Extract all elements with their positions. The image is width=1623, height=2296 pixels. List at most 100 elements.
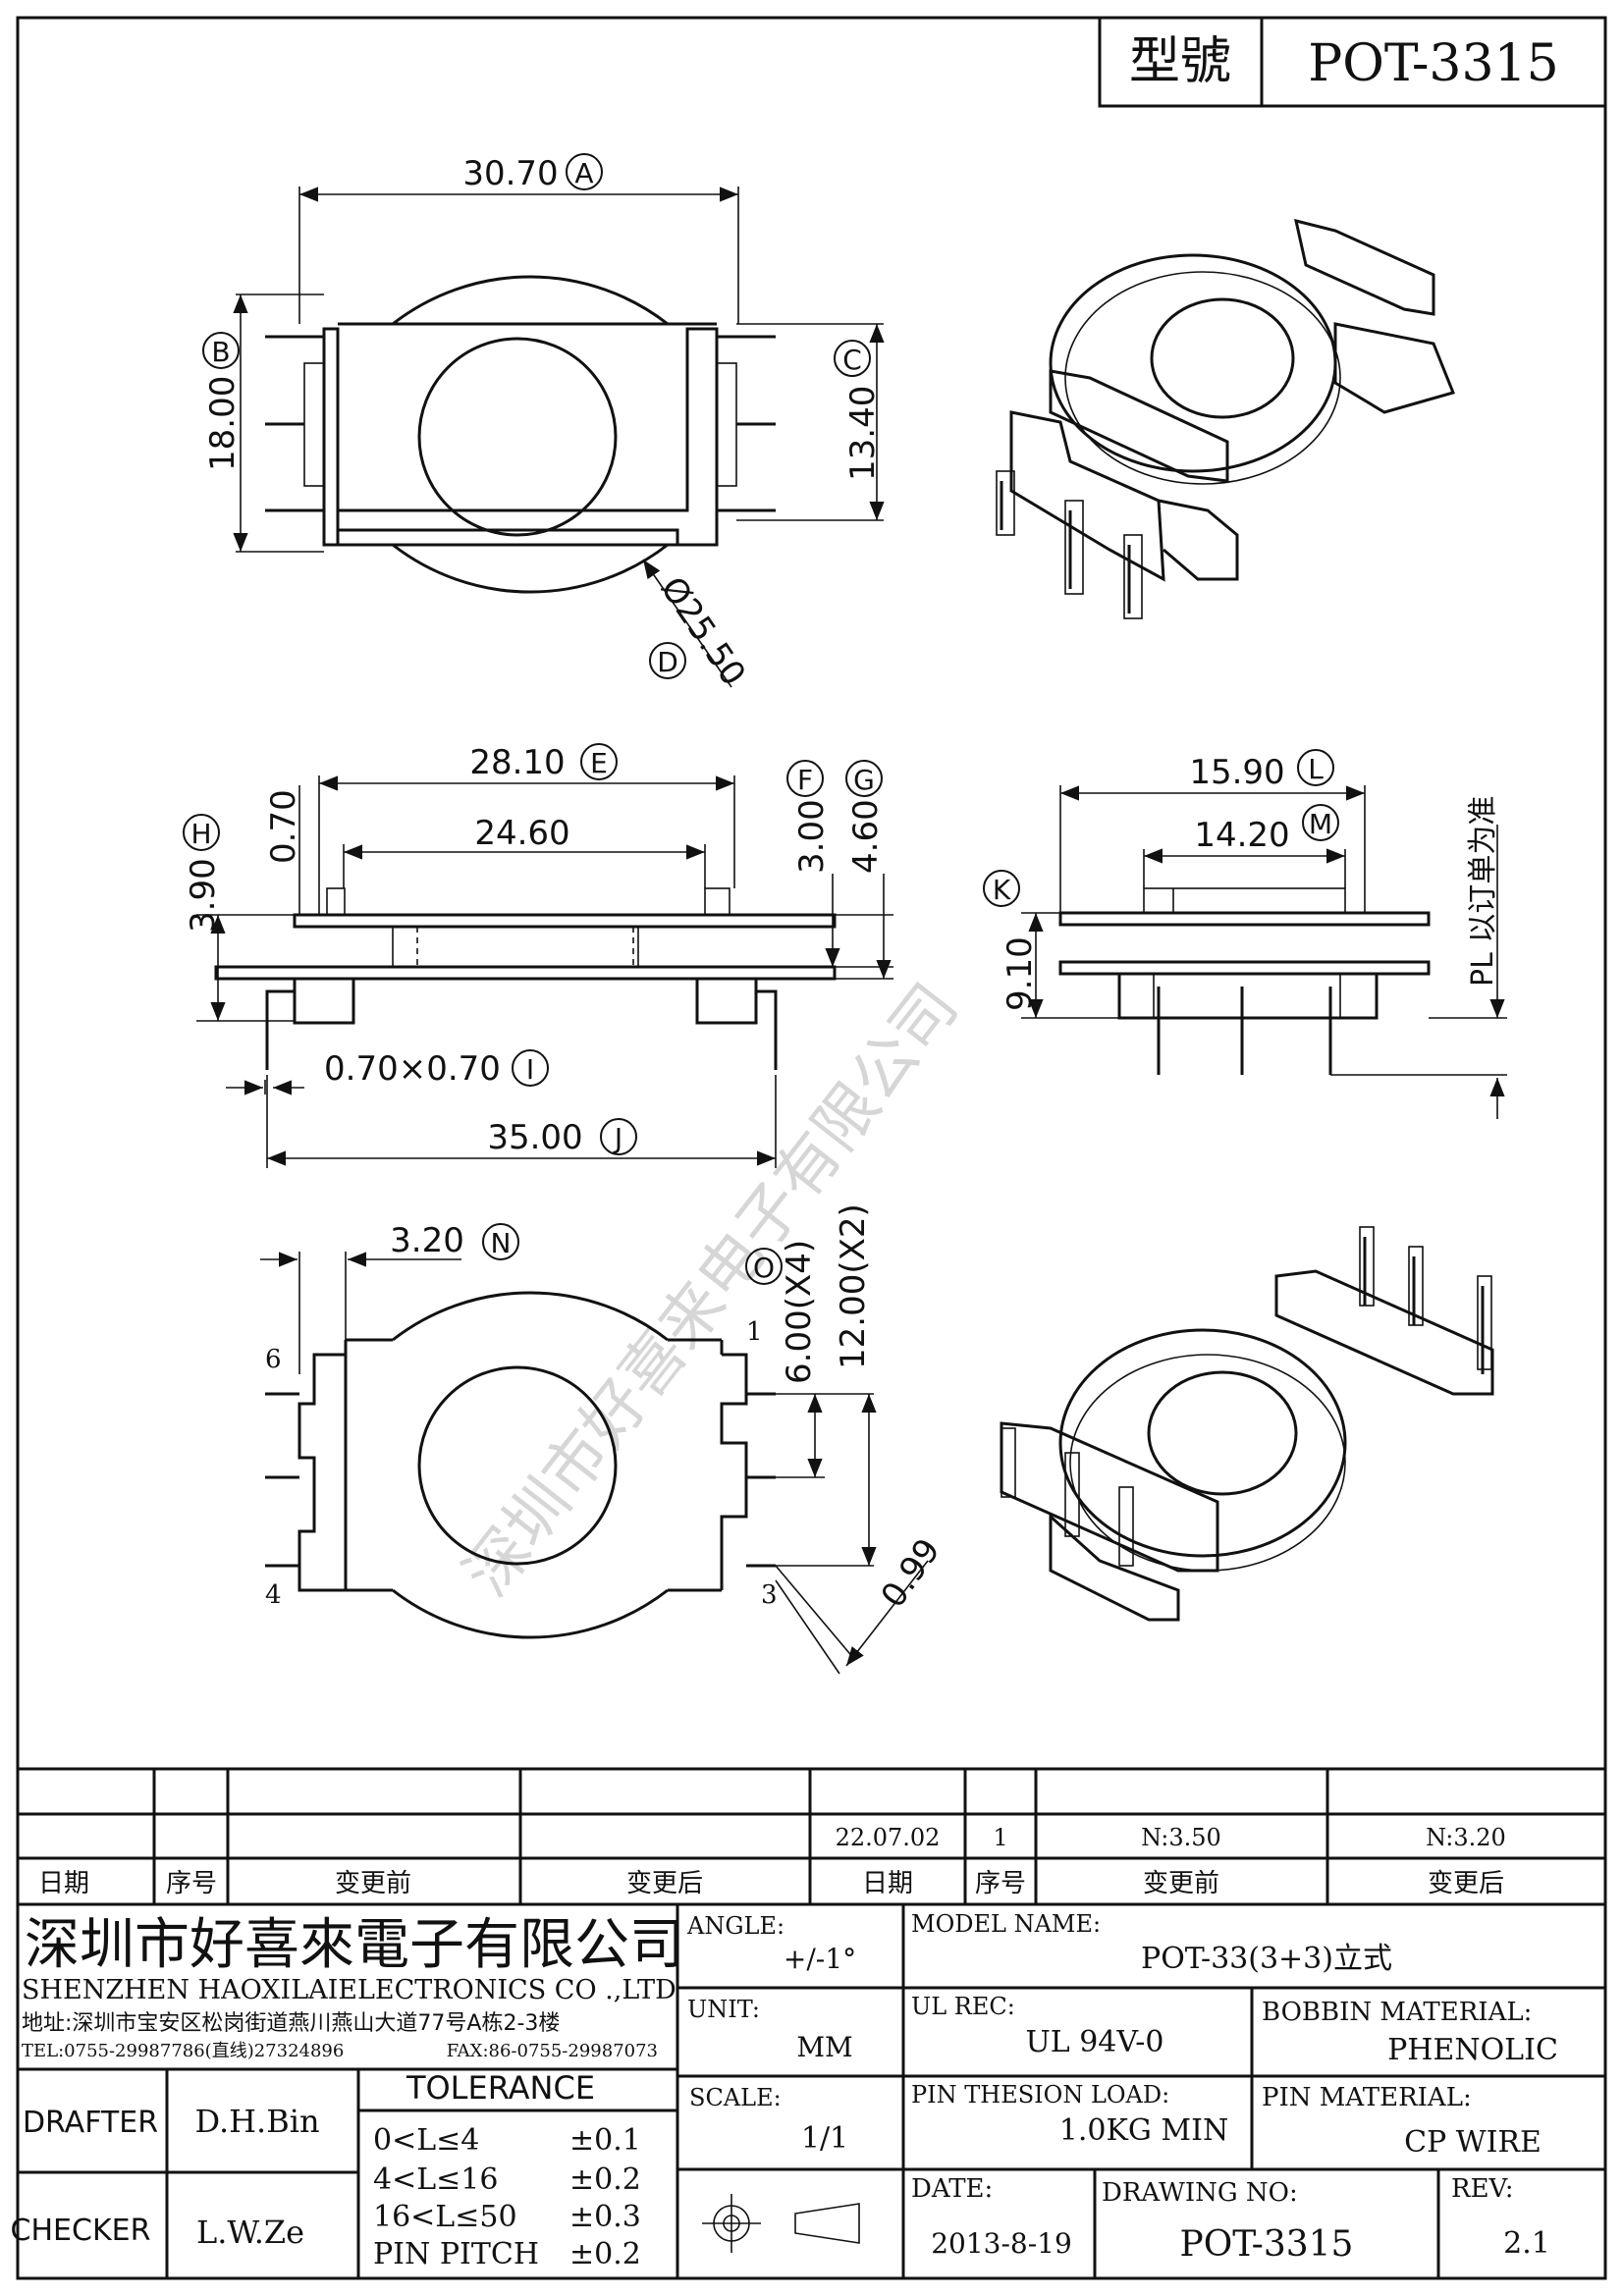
rev-header-3: 变更前 bbox=[335, 1869, 411, 1898]
dim-1200-value: 12.00(X2) bbox=[834, 1203, 873, 1369]
angle-value: +/-1° bbox=[784, 1943, 856, 1975]
model-name-value: POT-33(3+3)立式 bbox=[1141, 1942, 1392, 1976]
company-name-en: SHENZHEN HAOXILAIELECTRONICS CO .,LTD bbox=[22, 1975, 676, 2005]
company-fax: FAX:86-0755-29987073 bbox=[447, 2041, 658, 2061]
date-value: 2013-8-19 bbox=[931, 2227, 1072, 2260]
tol-value-4: ±0.2 bbox=[569, 2237, 641, 2271]
dim-f-tag: F bbox=[797, 764, 813, 796]
tol-range-4: PIN PITCH bbox=[373, 2237, 539, 2271]
rev-seq: 1 bbox=[993, 1824, 1007, 1851]
dim-d-tag: D bbox=[657, 646, 678, 678]
top-view: 30.70 A 18.00 B 13.40 C Ø25.50 D bbox=[202, 153, 885, 693]
dim-a-tag: A bbox=[574, 157, 593, 189]
dim-e-value: 28.10 bbox=[469, 743, 565, 782]
date-label: DATE: bbox=[911, 2174, 993, 2204]
revision-table: 22.07.02 1 N:3.50 N:3.20 日期 序号 变更前 变更后 日… bbox=[18, 1767, 1605, 1906]
drawing-no-label: DRAWING NO: bbox=[1102, 2178, 1298, 2208]
dim-c-value: 13.40 bbox=[843, 386, 883, 481]
dim-l-tag: L bbox=[1308, 753, 1324, 785]
tol-value-3: ±0.3 bbox=[569, 2200, 641, 2234]
rev-date: 22.07.02 bbox=[836, 1824, 941, 1851]
rev-after: N:3.20 bbox=[1426, 1824, 1506, 1851]
pin-6-label: 6 bbox=[265, 1345, 282, 1374]
side-view: 15.90 L 14.20 M 9.10 K PL 以订单为准 bbox=[983, 749, 1507, 1119]
dim-m-value: 14.20 bbox=[1194, 816, 1289, 855]
dim-n-tag: N bbox=[491, 1227, 512, 1259]
drafter-label: DRAFTER bbox=[23, 2106, 158, 2140]
pin-load-value: 1.0KG MIN bbox=[1059, 2113, 1228, 2148]
pin-3-label: 3 bbox=[761, 1580, 778, 1610]
rev-header-2: 序号 bbox=[166, 1869, 217, 1898]
projection-symbol-icon bbox=[702, 2194, 860, 2253]
ul-value: UL 94V-0 bbox=[1025, 2025, 1163, 2059]
dim-k-value: 9.10 bbox=[1001, 936, 1040, 1011]
front-view: 28.10 E 24.60 0.70 3.90 H 3.00 F 4.60 G … bbox=[183, 743, 893, 1168]
dim-k-tag: K bbox=[993, 874, 1011, 906]
model-name-label: MODEL NAME: bbox=[911, 1910, 1101, 1938]
rev-header-6: 序号 bbox=[975, 1869, 1026, 1898]
scale-label: SCALE: bbox=[689, 2084, 782, 2111]
dim-070-value: 0.70 bbox=[264, 789, 303, 864]
tol-range-3: 16<L≤50 bbox=[373, 2200, 517, 2234]
iso-view-bottom bbox=[1000, 1226, 1494, 1622]
pin-load-label: PIN THESION LOAD: bbox=[911, 2081, 1169, 2109]
dim-f-value: 3.00 bbox=[792, 799, 832, 874]
dim-o-tag: O bbox=[753, 1252, 775, 1284]
pin-material-value: CP WIRE bbox=[1404, 2125, 1542, 2160]
drafter-value: D.H.Bin bbox=[194, 2103, 319, 2140]
company-address: 地址:深圳市宝安区松岗街道燕川燕山大道77号A栋2-3楼 bbox=[22, 2011, 560, 2036]
checker-label: CHECKER bbox=[11, 2214, 151, 2248]
angle-label: ANGLE: bbox=[686, 1912, 784, 1940]
pin-4-label: 4 bbox=[265, 1580, 282, 1610]
tol-value-2: ±0.2 bbox=[569, 2163, 641, 2197]
scale-value: 1/1 bbox=[801, 2121, 848, 2156]
dim-l-value: 15.90 bbox=[1189, 753, 1284, 792]
rev-value: 2.1 bbox=[1503, 2226, 1550, 2261]
pl-note: PL 以订单为准 bbox=[1466, 796, 1500, 987]
dim-m-tag: M bbox=[1309, 808, 1332, 840]
iso-view-top bbox=[996, 218, 1456, 619]
bobbin-label: BOBBIN MATERIAL: bbox=[1262, 1998, 1532, 2027]
tol-range-1: 0<L≤4 bbox=[373, 2123, 479, 2158]
dim-h-value: 3.90 bbox=[184, 858, 223, 933]
pin-material-label: PIN MATERIAL: bbox=[1262, 2083, 1472, 2112]
sheet-border bbox=[16, 16, 1607, 2280]
tol-range-2: 4<L≤16 bbox=[373, 2163, 498, 2197]
rev-label: REV: bbox=[1451, 2174, 1513, 2204]
title-block: 深圳市好喜來電子有限公司 SHENZHEN HAOXILAIELECTRONIC… bbox=[11, 1904, 1605, 2278]
company-name-cn: 深圳市好喜來電子有限公司 bbox=[25, 1913, 684, 1977]
dim-099-value: 0.99 bbox=[874, 1531, 948, 1615]
rev-header-1: 日期 bbox=[38, 1869, 89, 1898]
rev-header-5: 日期 bbox=[862, 1869, 913, 1898]
unit-label: UNIT: bbox=[687, 1996, 760, 2023]
dim-g-value: 4.60 bbox=[846, 799, 886, 874]
dim-b-value: 18.00 bbox=[203, 376, 243, 471]
bobbin-value: PHENOLIC bbox=[1387, 2033, 1558, 2067]
dim-j-tag: J bbox=[613, 1122, 622, 1154]
model-label: 型號 bbox=[1129, 32, 1231, 91]
dim-i-value: 0.70×0.70 bbox=[324, 1049, 501, 1089]
rev-header-4: 变更后 bbox=[626, 1869, 703, 1898]
checker-value: L.W.Ze bbox=[196, 2214, 304, 2251]
tol-value-1: ±0.1 bbox=[569, 2123, 641, 2158]
company-tel: TEL:0755-29987786(直线)27324896 bbox=[22, 2041, 344, 2061]
dim-e-tag: E bbox=[590, 747, 608, 779]
drawing-no-value: POT-3315 bbox=[1180, 2224, 1354, 2265]
pin-1-label: 1 bbox=[746, 1317, 763, 1347]
dim-i-tag: I bbox=[526, 1053, 534, 1086]
dim-a-value: 30.70 bbox=[462, 154, 558, 193]
dim-n-value: 3.20 bbox=[390, 1221, 464, 1260]
rev-before: N:3.50 bbox=[1141, 1824, 1221, 1851]
dim-c-tag: C bbox=[842, 344, 862, 376]
unit-value: MM bbox=[796, 2031, 852, 2063]
dim-2460-value: 24.60 bbox=[474, 814, 569, 853]
model-header: 型號 POT-3315 bbox=[1098, 16, 1607, 108]
dim-j-value: 35.00 bbox=[487, 1118, 582, 1157]
model-value: POT-3315 bbox=[1308, 34, 1559, 93]
ul-label: UL REC: bbox=[911, 1993, 1015, 2020]
rev-header-7: 变更前 bbox=[1143, 1869, 1219, 1898]
dim-b-tag: B bbox=[211, 336, 230, 368]
tolerance-title: TOLERANCE bbox=[406, 2069, 595, 2107]
dim-h-tag: H bbox=[190, 818, 211, 850]
rev-header-8: 变更后 bbox=[1428, 1869, 1504, 1898]
